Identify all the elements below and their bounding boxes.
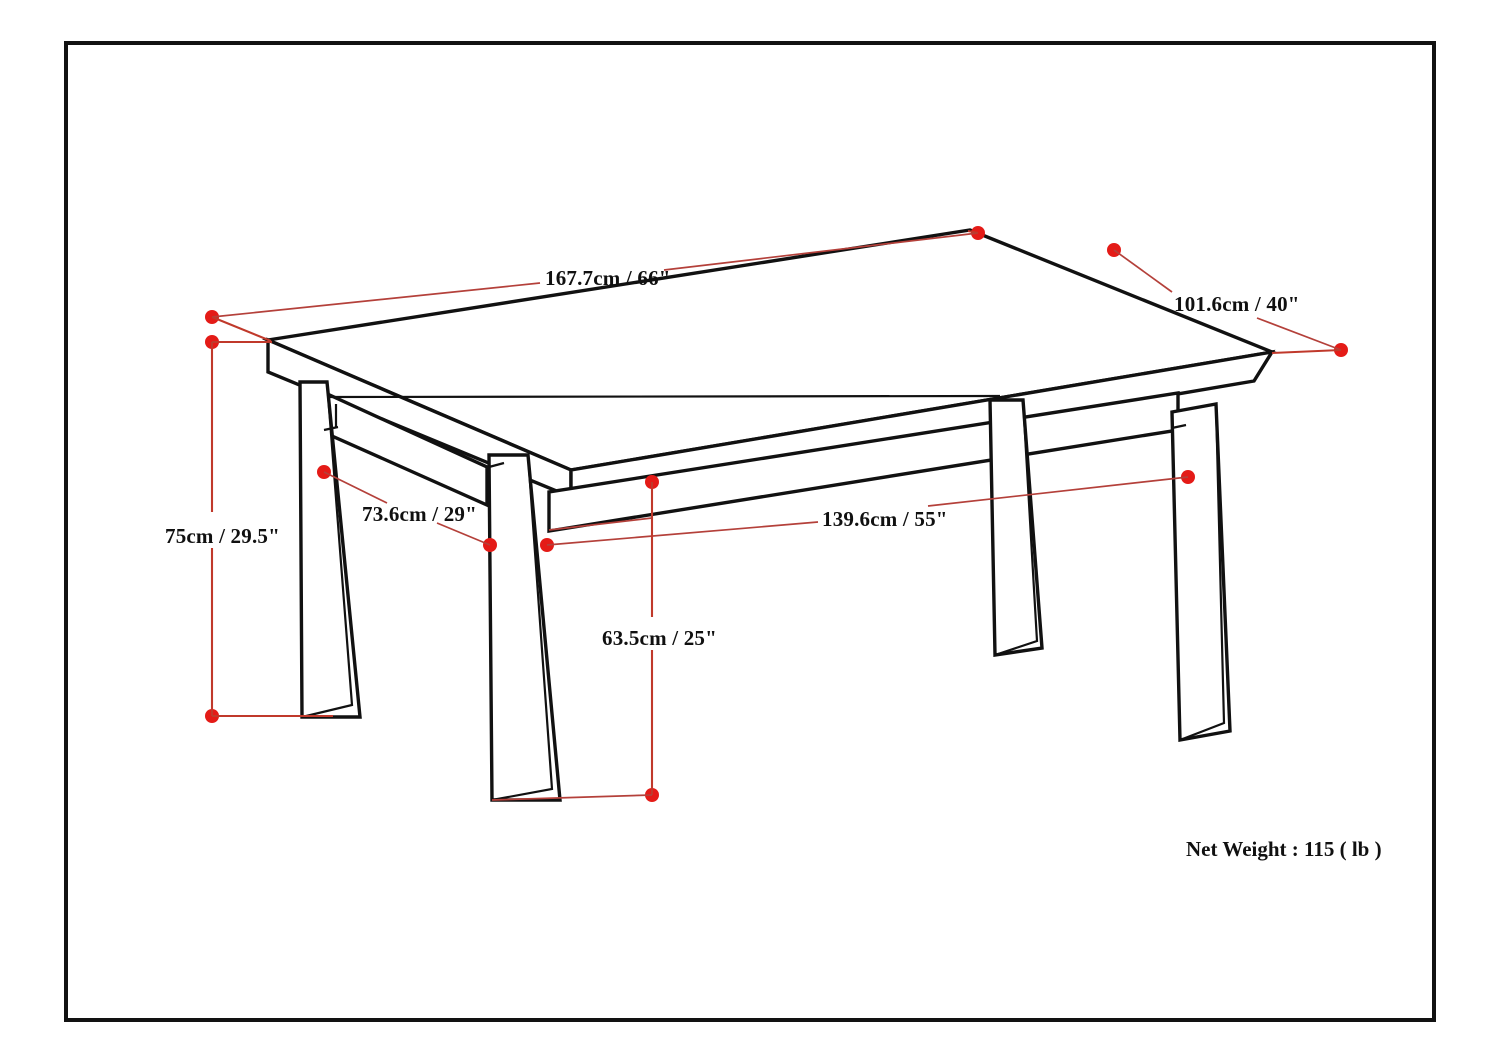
dim-extension-right [967,229,979,235]
drawing-frame-border [64,41,1436,1022]
tabletop-edge-right-cap [1253,351,1273,382]
leg-front-left [487,453,562,802]
leg-back-left-inner-edge [301,381,354,719]
dim-leader-left [546,521,819,546]
dimension-tabletop-length: 167.7cm / 66" [205,226,985,342]
leg-back-right-inner-edge [994,399,1039,657]
net-weight-label: Net Weight : 115 ( lb ) [1186,837,1382,861]
dim-leader-right [663,232,979,271]
dim-label-clearance-height: 63.5cm / 25" [602,626,717,650]
leg-front-left-inner-edge [491,454,554,802]
leg-back-right [988,398,1044,657]
dim-label-apron-end-width: 73.6cm / 29" [362,502,477,526]
dimension-overall-height: 75cm / 29.5" [165,335,333,723]
dimension-tabletop-width: 101.6cm / 40" [1107,243,1348,357]
dimension-apron-end-width: 73.6cm / 29" [317,465,497,552]
table-illustration [261,228,1279,802]
dim-leader-upper [323,471,388,504]
dimension-apron-side-length: 139.6cm / 55" [540,470,1195,552]
dim-leader-upper [1113,249,1173,293]
dim-leader-lower [1256,317,1342,351]
leg-back-left [298,380,362,719]
dim-extension-left [211,316,272,342]
dim-leader-left [211,282,541,318]
apron-rear-band [322,394,1001,399]
dim-leader-right [927,476,1189,507]
dim-extension-to-corner [1271,348,1342,355]
dim-leader-lower [436,522,491,546]
dim-label-apron-side-length: 139.6cm / 55" [822,507,948,531]
dimension-clearance-height: 63.5cm / 25" [491,475,717,802]
dim-label-tabletop-width: 101.6cm / 40" [1174,292,1300,316]
dim-label-overall-height: 75cm / 29.5" [165,524,280,548]
dim-label-tabletop-length: 167.7cm / 66" [545,266,671,290]
leg-front-right-inner-edge [1179,403,1226,742]
leg-apron-joint-details [323,423,1187,469]
leg-front-right [1170,401,1232,743]
dim-extension-apron [548,517,653,531]
dim-extension-foot [491,794,653,801]
